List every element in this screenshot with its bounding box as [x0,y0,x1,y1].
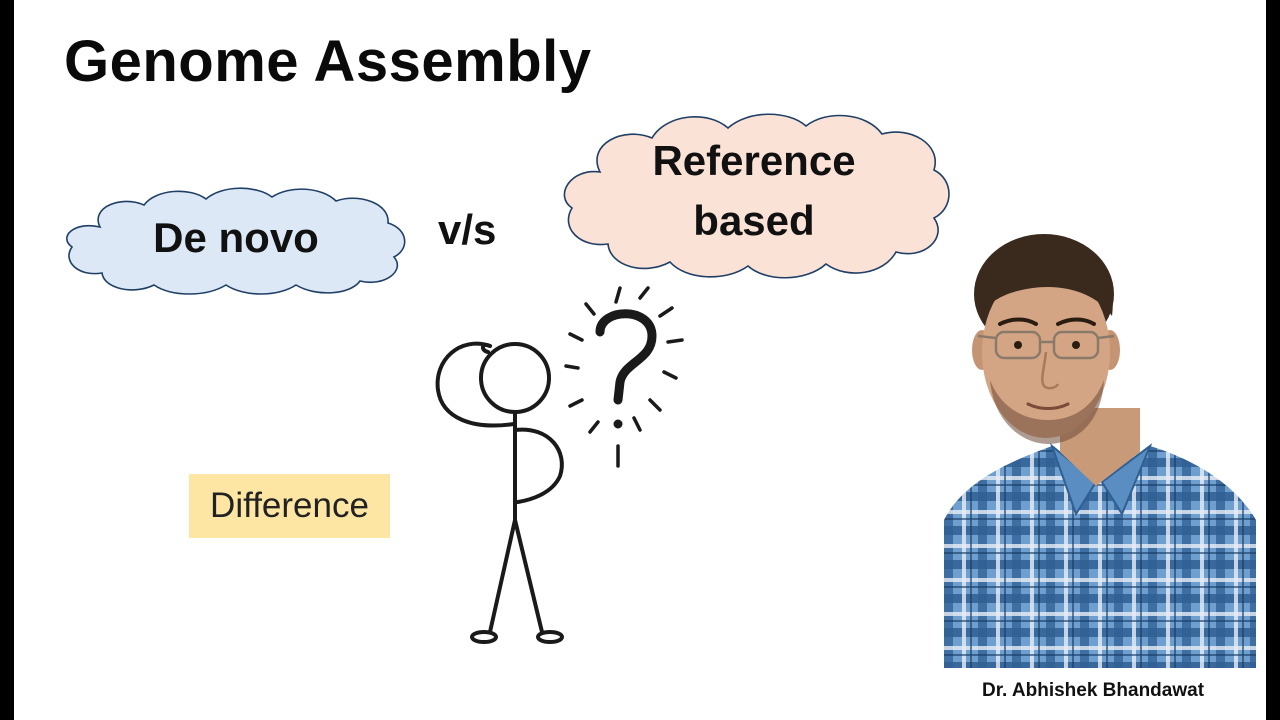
de-novo-label: De novo [153,214,319,261]
slide-title: Genome Assembly [64,29,592,94]
cloud-shape-icon [563,113,950,279]
thinking-stick-figure-icon [435,286,684,644]
de-novo-cloud: De novo [60,185,412,297]
presenter-photo [944,220,1256,668]
left-letterbox-bar [0,0,14,720]
based-label: based [693,197,815,244]
presenter-name: Dr. Abhishek Bhandawat [981,680,1205,701]
cloud-shape-icon [66,187,406,295]
question-mark-icon [564,286,684,468]
versus-label: v/s [438,206,497,253]
right-letterbox-bar [1266,0,1280,720]
difference-label: Difference [189,474,390,538]
reference-label: Reference [652,137,856,184]
reference-based-cloud: Reference based [556,110,952,282]
